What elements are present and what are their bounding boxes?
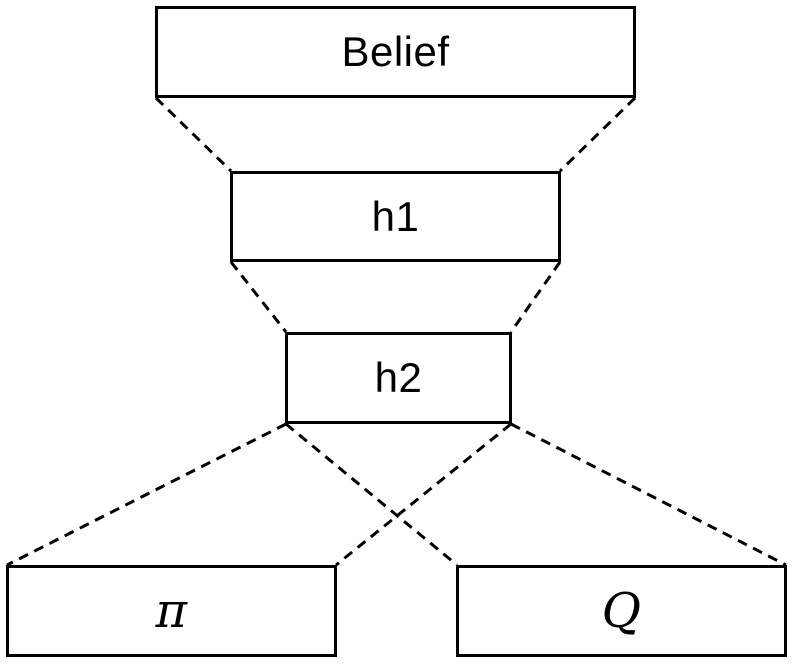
node-q-label: Q [601,583,642,639]
node-belief-label: Belief [341,28,450,75]
node-h1-label: h1 [371,192,420,240]
edge-h2-q-left [285,422,458,567]
node-h2-label: h2 [374,354,423,401]
edge-belief-h1-right [558,96,637,173]
node-belief: Belief [155,6,636,98]
node-pi-label: π [155,583,188,639]
edge-h2-q-right [510,422,787,567]
node-h2: h2 [285,332,512,424]
node-q: Q [456,565,787,657]
edge-h1-h2-right [509,261,562,333]
node-pi: π [6,565,337,657]
edge-h1-h2-left [229,261,288,333]
edge-h2-pi-right [335,422,512,567]
node-h1: h1 [230,171,561,262]
edge-belief-h1-left [154,96,233,173]
edge-h2-pi-left [6,422,287,567]
